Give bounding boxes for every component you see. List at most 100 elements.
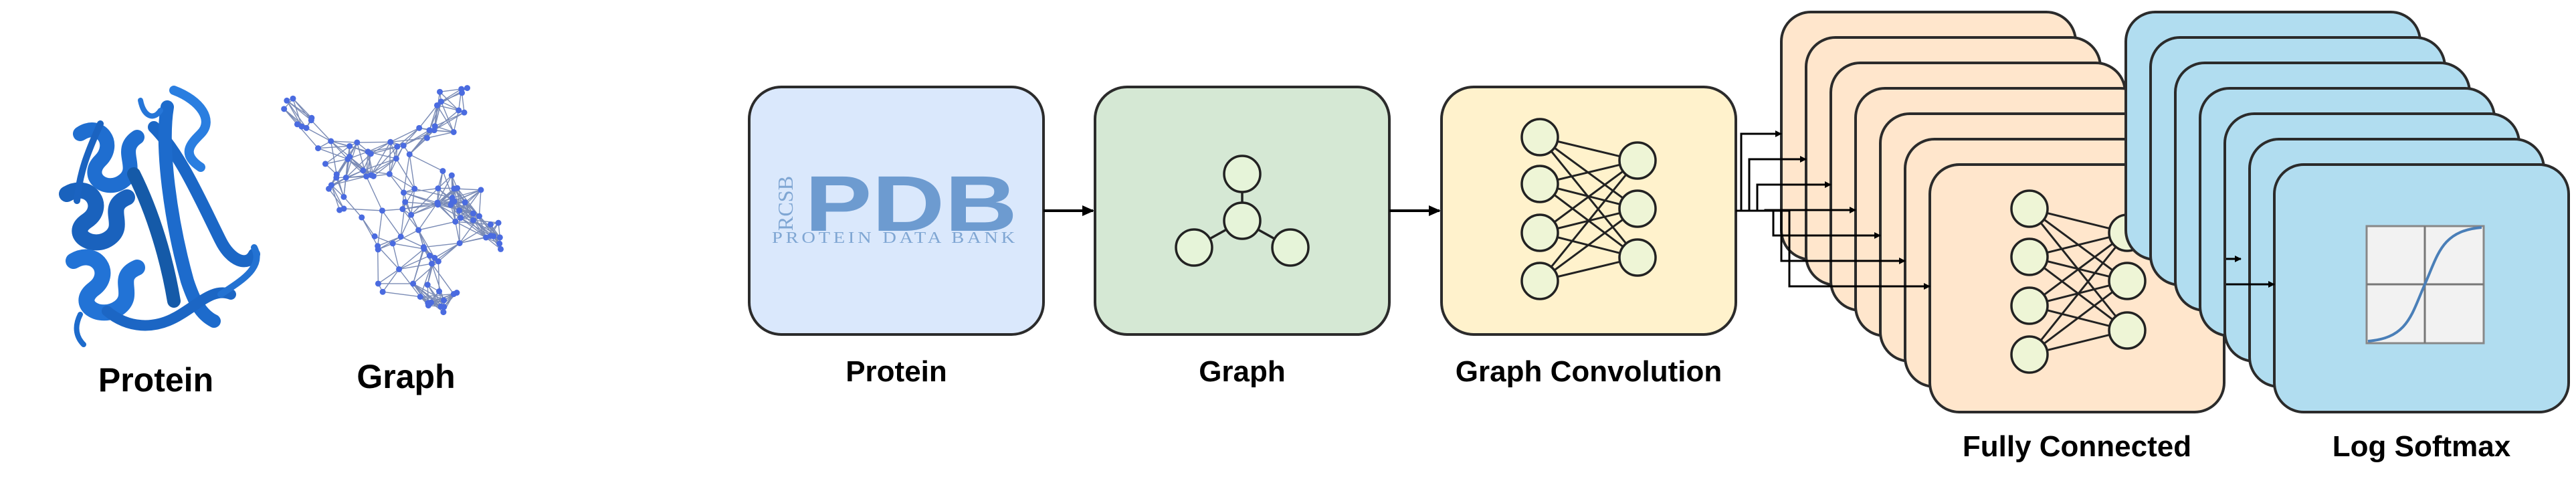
graph-vertex (303, 124, 310, 131)
graph-convolution-box (1440, 86, 1737, 336)
graph-vertex (470, 210, 476, 217)
graph-vertex (464, 85, 470, 92)
graph-vertex (416, 124, 423, 131)
network-node (1520, 165, 1559, 203)
graph-vertex (431, 254, 438, 261)
graph-vertex (461, 109, 468, 116)
graph-vertex (298, 123, 305, 130)
graph-vertex (342, 175, 349, 181)
graph-vertex (437, 98, 444, 105)
pdb-logo: RCSB PDB PROTEIN DATA BANK (772, 160, 1018, 248)
graph-vertex (437, 88, 443, 95)
graph-vertex (451, 185, 458, 192)
graph-vertex (346, 153, 353, 160)
graph-node (1175, 228, 1213, 267)
graph-vertex (315, 145, 322, 152)
network-node (1520, 213, 1559, 252)
graph-vertex (393, 155, 399, 162)
graph-vertex (399, 206, 406, 213)
network-node (1618, 141, 1657, 180)
graph-vertex (281, 106, 288, 112)
graph-vertex (394, 143, 401, 150)
graph-vertex (431, 123, 438, 130)
protein-ribbon-icon (59, 86, 260, 347)
graph-vertex (417, 294, 423, 300)
graph-vertex (459, 90, 466, 96)
graph-vertex (441, 297, 448, 304)
graph-vertex (410, 280, 417, 287)
graph-vertex (470, 217, 476, 223)
graph-vertex (458, 215, 464, 221)
graph-vertex (435, 258, 441, 265)
graph-vertex (456, 239, 463, 246)
connector-arrow (1736, 209, 1930, 290)
graph-vertex (456, 207, 463, 214)
graph-vertex (379, 207, 385, 214)
connector-arrow (1736, 130, 1782, 212)
connector-arrows (1736, 130, 1930, 290)
graph-vertex (406, 151, 413, 158)
graph-vertex (389, 240, 396, 247)
graph-vertex (424, 282, 431, 288)
graph-vertex (371, 233, 378, 239)
graph-node (1223, 155, 1262, 193)
graph-vertex (441, 304, 448, 310)
graph-vertex (435, 185, 441, 192)
network-node (2010, 189, 2049, 228)
graph-vertex (379, 288, 386, 295)
network-node (1618, 238, 1657, 277)
graph-vertex (322, 161, 328, 167)
graph-image-label: Graph (357, 358, 455, 395)
network-node (2010, 286, 2049, 325)
graph-vertex (428, 260, 435, 267)
graph-vertex (333, 171, 340, 178)
graph-vertex (360, 167, 367, 174)
connector-arrows (2226, 256, 2275, 288)
neural-network-icon (2010, 189, 2147, 374)
graph-vertex (426, 252, 433, 259)
graph-vertex (408, 211, 415, 218)
graph-vertex (375, 246, 381, 253)
graph-vertex (402, 199, 409, 205)
graph-vertex (450, 291, 457, 298)
network-node (1618, 189, 1657, 228)
graph-node (1271, 228, 1310, 267)
pdb-logo-pdb: PDB (805, 160, 1017, 248)
graph-vertex (411, 185, 418, 192)
graph-vertex (496, 240, 503, 247)
graph-vertex (354, 139, 361, 146)
graph-vertex (397, 233, 404, 240)
graph-vertex (368, 172, 375, 179)
graph-vertex (415, 227, 422, 233)
graph-vertex (434, 199, 441, 206)
graph-vertex (400, 142, 407, 149)
protein-box-label: Protein (846, 355, 947, 388)
graph-network-icon (281, 85, 504, 316)
graph-vertex (448, 201, 454, 208)
network-node (2010, 335, 2049, 374)
graph-vertex (462, 199, 468, 206)
graph-vertex (427, 299, 434, 306)
graph-vertex (326, 185, 332, 192)
network-node (2010, 237, 2049, 276)
graph-node-icon (1175, 155, 1310, 267)
graph-vertex (421, 246, 427, 252)
graph-vertex (400, 189, 407, 196)
network-node (1520, 118, 1559, 157)
graph-vertex (386, 171, 393, 177)
pdb-logo-subtitle: PROTEIN DATA BANK (772, 229, 1018, 247)
graph-convolution-label: Graph Convolution (1456, 355, 1722, 388)
graph-vertex (498, 246, 504, 252)
graph-vertex (290, 95, 296, 102)
graph-vertex (423, 134, 430, 141)
graph-vertex (359, 214, 365, 221)
graph-vertex (396, 266, 403, 272)
fully-connected-label: Fully Connected (1963, 430, 2191, 463)
graph-vertex (433, 102, 440, 108)
graph-vertex (440, 309, 447, 316)
graph-vertex (495, 219, 502, 226)
protein-image-label: Protein (98, 361, 213, 399)
graph-vertex (450, 128, 457, 135)
graph-vertex (488, 233, 494, 239)
